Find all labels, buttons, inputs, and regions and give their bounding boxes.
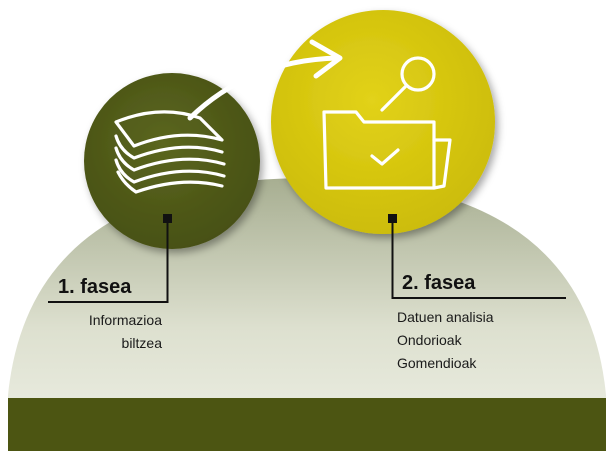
folder-magnifier-icon: [322, 56, 452, 190]
phase-2-line-2: Ondorioak: [397, 332, 462, 348]
curved-arrow-icon: [187, 39, 343, 121]
phase-2-line-3: Gomendioak: [397, 355, 477, 371]
phase-1-description: Informazioa biltzea: [52, 309, 162, 355]
phase-1-line-2: biltzea: [121, 335, 162, 351]
phase-2-title: 2. fasea: [402, 272, 476, 294]
phase-2-connector: [388, 214, 566, 299]
phase-1-title: 1. fasea: [58, 276, 132, 298]
stack-of-papers-icon: [114, 110, 226, 194]
footer-band: [8, 398, 606, 451]
phase-2-description: Datuen analisia Ondorioak Gomendioak: [397, 306, 494, 375]
phase-1-connector: [48, 214, 172, 303]
phase-1-line-1: Informazioa: [88, 312, 162, 328]
phase-2-line-1: Datuen analisia: [397, 309, 494, 325]
